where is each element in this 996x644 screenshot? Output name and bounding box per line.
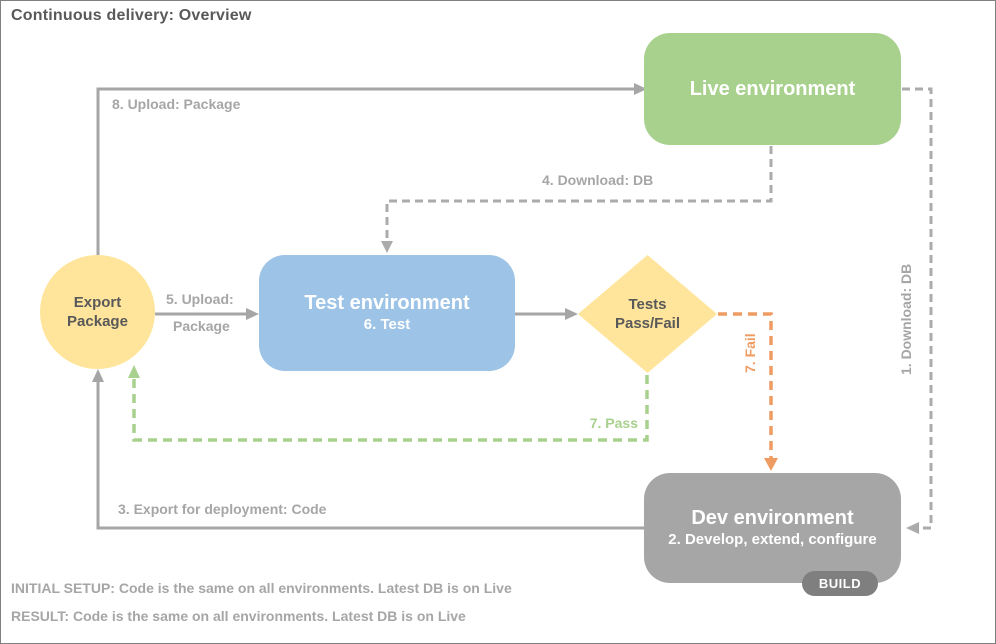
page-title: Continuous delivery: Overview	[11, 7, 252, 24]
live-environment-label: Live environment	[689, 77, 856, 100]
note-result: RESULT: Code is the same on all environm…	[11, 608, 466, 624]
edge-label-fail: 7. Fail	[742, 333, 758, 373]
build-badge-label: BUILD	[818, 576, 862, 591]
edge-label-download-db-dev: 1. Download: DB	[898, 263, 914, 375]
node-export-package: Export Package	[40, 255, 155, 369]
export-package-label: Export Package	[67, 293, 128, 331]
test-environment-label: Test environment	[304, 291, 470, 314]
edge-label-upload-package-test-line1: 5. Upload:	[166, 291, 234, 307]
node-test-environment: Test environment 6. Test	[259, 255, 515, 371]
build-badge: BUILD	[802, 571, 878, 596]
edge-label-upload-package-test-line2: Package	[173, 318, 230, 334]
edge-label-upload-package-live: 8. Upload: Package	[112, 96, 241, 112]
edge-label-pass: 7. Pass	[589, 415, 638, 431]
note-initial-setup: INITIAL SETUP: Code is the same on all e…	[11, 580, 512, 596]
dev-environment-step: 2. Develop, extend, configure	[668, 530, 877, 548]
node-live-environment: Live environment	[644, 33, 901, 145]
test-environment-step: 6. Test	[363, 315, 411, 333]
edge-label-export-for-deployment: 3. Export for deployment: Code	[118, 501, 327, 517]
edge-label-download-db-test: 4. Download: DB	[542, 172, 654, 188]
node-dev-environment: Dev environment 2. Develop, extend, conf…	[644, 473, 901, 583]
dev-environment-label: Dev environment	[691, 506, 854, 529]
node-tests-decision: Tests Pass/Fail	[578, 255, 717, 373]
tests-decision-label: Tests Pass/Fail	[614, 295, 681, 333]
